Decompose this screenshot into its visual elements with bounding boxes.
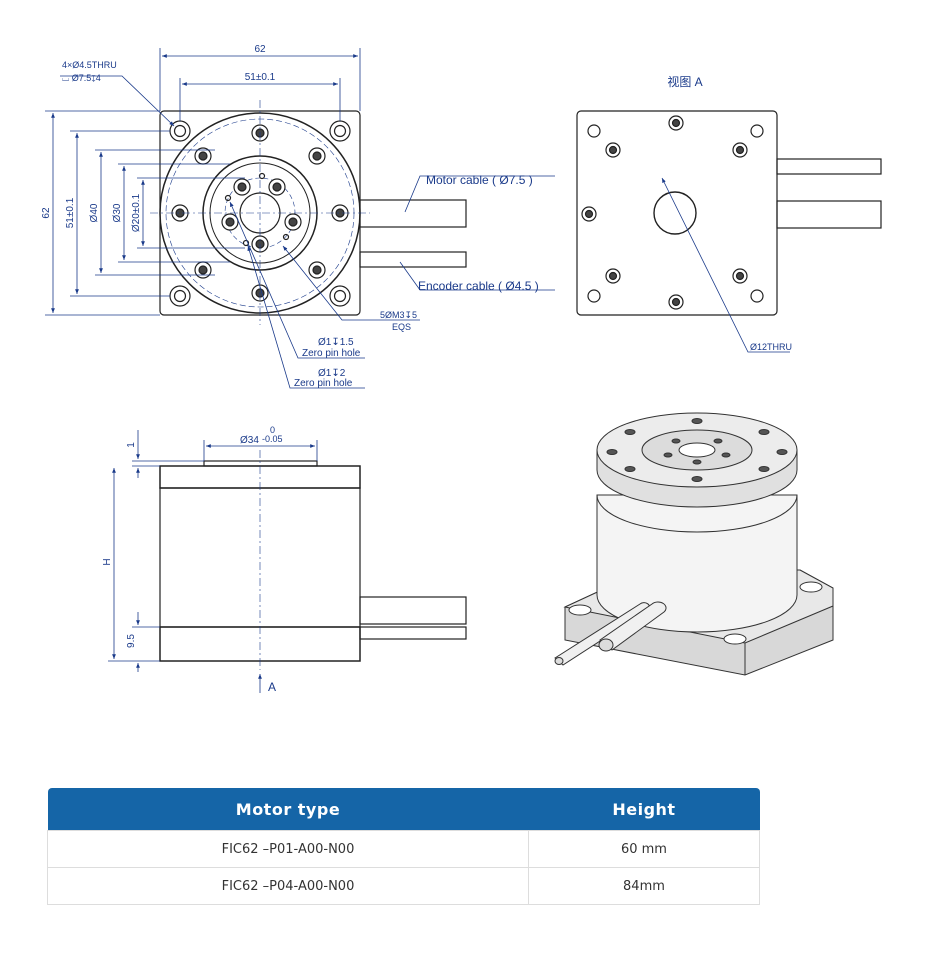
side-view-dimensions <box>108 430 318 693</box>
dim-d20-label: Ø20±0.1 <box>131 193 142 232</box>
table-header-row: Motor type Height <box>47 788 760 831</box>
thread-eqs-label: EQS <box>392 322 411 332</box>
table-cell-motor-type: FIC62 –P01-A00-N00 <box>47 830 529 868</box>
view-arrow-label: A <box>268 680 276 694</box>
dim-v-pitch-label: 51±0.1 <box>65 197 76 228</box>
isometric-render <box>554 412 834 676</box>
header-height: Height <box>528 788 760 831</box>
dim-h-label: H <box>102 558 113 565</box>
table-cell-height: 60 mm <box>527 830 761 868</box>
cables <box>359 199 467 268</box>
view-a-plate <box>576 110 778 316</box>
zero-pin1-spec: Ø1↧1.5 <box>318 337 354 348</box>
table-cell-height: 84mm <box>527 867 761 905</box>
tol-lower-label: -0.05 <box>262 434 283 444</box>
dim-height-label: 62 <box>41 207 52 219</box>
top-view <box>150 100 467 325</box>
dim-width-label: 62 <box>254 44 266 55</box>
table-row: FIC62 –P04-A00-N00 84mm <box>47 867 761 905</box>
view-a-title: 视图 A <box>667 74 702 89</box>
technical-drawing: 62 51±0.1 62 51±0.1 Ø40 Ø30 Ø20±0.1 4×Ø4… <box>41 44 882 694</box>
zero-pin2-spec: Ø1↧2 <box>318 368 346 379</box>
thread-spec-label: 5ØM3↧5 <box>380 310 417 320</box>
dim-step-label: 1 <box>126 442 137 448</box>
tol-upper-label: 0 <box>270 425 275 435</box>
hole-spec-line2: ⌴ Ø7.5↧4 <box>62 73 101 83</box>
zero-pin-hole-1 <box>224 194 232 202</box>
through-hole-label: Ø12THRU <box>750 342 792 352</box>
side-view <box>159 450 467 670</box>
table-row: FIC62 –P01-A00-N00 60 mm <box>47 830 761 868</box>
dim-base-label: 9.5 <box>126 634 137 648</box>
header-motor-type: Motor type <box>47 788 529 831</box>
side-view-labels: Ø34 0 -0.05 1 H 9.5 A <box>102 425 283 694</box>
dim-bolt-pitch-label: 51±0.1 <box>245 72 276 83</box>
motor-cable-label: Motor cable ( Ø7.5 ) <box>426 173 533 187</box>
zero-pin-hole-2 <box>242 239 250 247</box>
view-a <box>576 110 882 316</box>
dim-flange-label: Ø34 <box>240 435 259 446</box>
dim-d30-label: Ø30 <box>112 203 123 222</box>
top-view-labels: 62 51±0.1 62 51±0.1 Ø40 Ø30 Ø20±0.1 4×Ø4… <box>41 44 539 389</box>
zero-pin1-label: Zero pin hole <box>302 348 361 359</box>
zero-pin2-label: Zero pin hole <box>294 378 353 389</box>
motor-table: Motor type Height FIC62 –P01-A00-N00 60 … <box>47 788 761 905</box>
hole-spec-line1: 4×Ø4.5THRU <box>62 60 117 70</box>
table-cell-motor-type: FIC62 –P04-A00-N00 <box>47 867 529 905</box>
top-view-dimensions <box>45 48 555 389</box>
dim-d40-label: Ø40 <box>89 203 100 222</box>
inner-tapped-holes <box>221 178 302 253</box>
encoder-cable-label: Encoder cable ( Ø4.5 ) <box>418 279 539 293</box>
through-hole <box>653 191 697 235</box>
